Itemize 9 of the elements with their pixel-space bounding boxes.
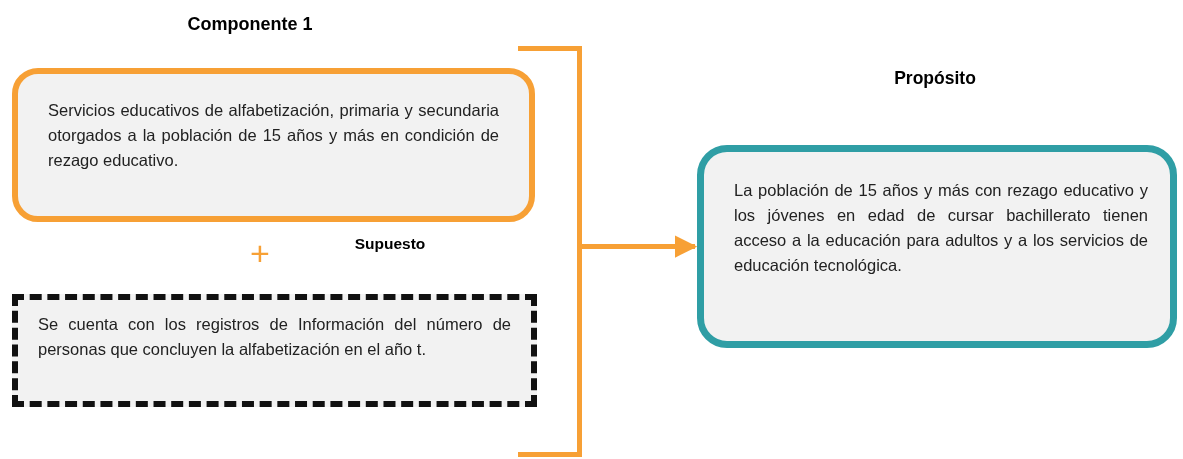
heading: Componente 1 <box>187 14 313 36</box>
bracket <box>518 46 582 457</box>
description-text: Servicios educativos de alfabetización, primaria y secundaria otorgados a la población de 15 años y más en condición de rezago educativo. <box>48 100 499 171</box>
heading: Propósito <box>894 67 976 89</box>
description-text: La población de 15 años y más con rezago educativo y los jóvenes en edad de cursar bachillerato tienen acceso a la educación para adultos y a los servicios de educación tecnológica. <box>734 180 1148 276</box>
plus-sign: + <box>250 236 270 270</box>
heading: Supuesto <box>354 234 426 253</box>
arrow <box>582 235 698 258</box>
description-text: Se cuenta con los registros de Información del número de personas que concluyen la alfabetización en el año t. <box>38 314 511 360</box>
